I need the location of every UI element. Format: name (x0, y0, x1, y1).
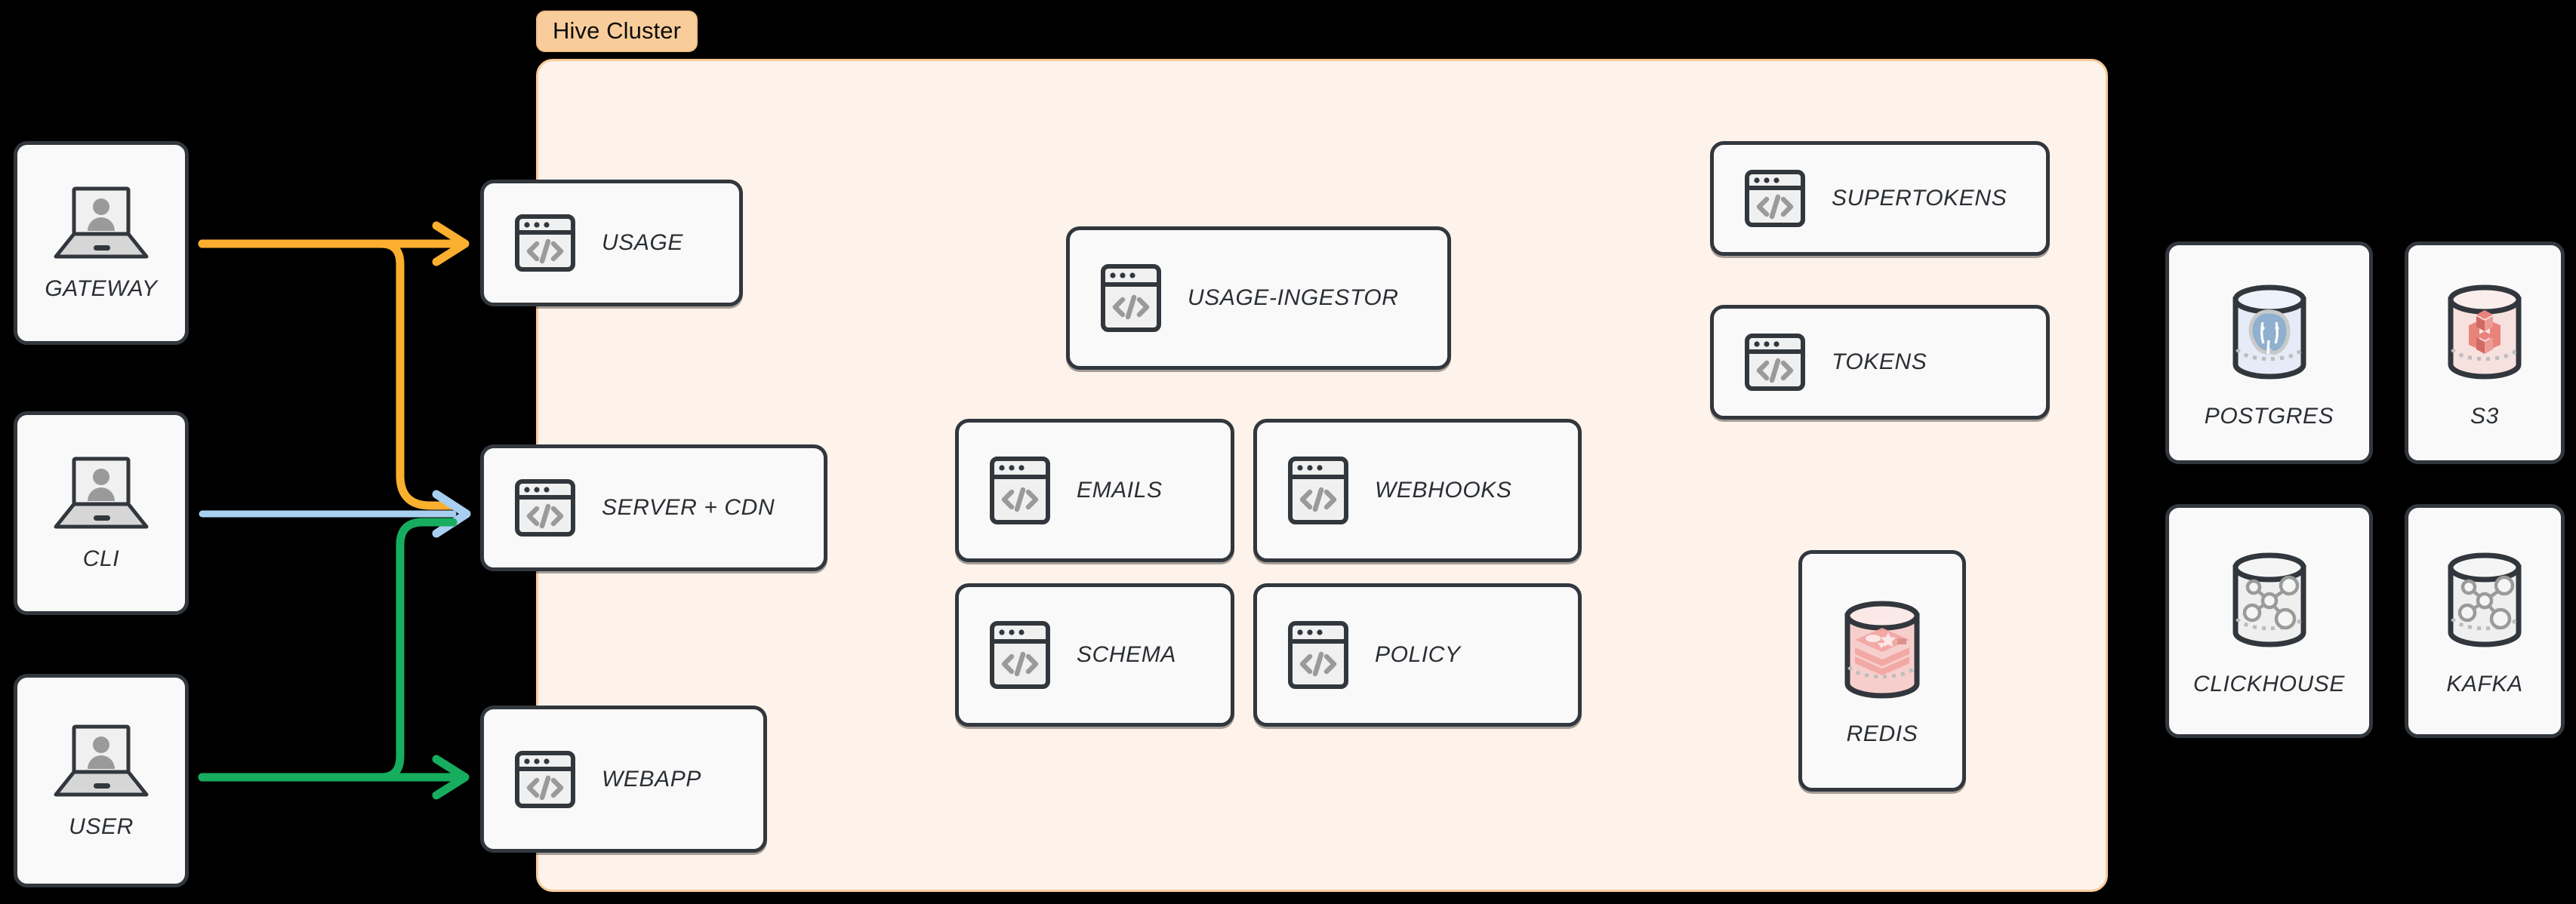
service-card-usage-ingestor[interactable]: USAGE-INGESTOR (1066, 226, 1451, 370)
service-card-policy[interactable]: POLICY (1253, 583, 1582, 727)
datastore-label-redis: REDIS (1846, 721, 1918, 746)
datastore-label-clickhouse: CLICKHOUSE (2192, 672, 2346, 696)
code-window-icon (1100, 263, 1162, 333)
service-card-usage[interactable]: USAGE (480, 180, 743, 306)
service-label-usage-ingestor: USAGE-INGESTOR (1188, 285, 1399, 310)
s3-cylinder-icon (2436, 277, 2534, 389)
laptop-user-icon (51, 184, 151, 263)
client-label-user: USER (69, 813, 134, 839)
service-card-webapp[interactable]: WEBAPP (480, 706, 767, 853)
code-window-icon (514, 478, 576, 537)
code-window-icon (989, 456, 1051, 525)
laptop-user-icon (51, 454, 151, 533)
code-window-icon (1287, 456, 1349, 525)
service-label-webhooks: WEBHOOKS (1375, 478, 1512, 503)
service-label-usage: USAGE (602, 230, 684, 255)
datastore-label-postgres: POSTGRES (2204, 403, 2334, 429)
code-window-icon (514, 750, 576, 809)
edge-user-to-webapp (198, 518, 470, 800)
datastore-card-postgres[interactable]: POSTGRES (2165, 241, 2373, 464)
datastore-card-kafka[interactable]: KAFKA (2405, 504, 2565, 738)
client-card-user[interactable]: USER (14, 674, 189, 887)
service-card-supertokens[interactable]: SUPERTOKENS (1710, 141, 2050, 256)
edge-cli-to-server-cdn (199, 490, 471, 538)
hive-cluster-label: Hive Cluster (536, 11, 698, 52)
generic-cylinder-icon (2220, 545, 2319, 656)
datastore-card-clickhouse[interactable]: CLICKHOUSE (2165, 504, 2373, 738)
service-label-supertokens: SUPERTOKENS (1832, 186, 2007, 211)
code-window-icon (1744, 333, 1806, 392)
code-window-icon (989, 620, 1051, 690)
code-window-icon (1744, 169, 1806, 228)
redis-cylinder-icon (1834, 595, 1930, 706)
service-card-server-cdn[interactable]: SERVER + CDN (480, 444, 827, 571)
client-card-cli[interactable]: CLI (14, 411, 189, 615)
service-label-policy: POLICY (1375, 642, 1461, 667)
datastore-card-s3[interactable]: S3 (2405, 241, 2565, 464)
service-card-webhooks[interactable]: WEBHOOKS (1253, 419, 1582, 562)
datastore-card-redis[interactable]: REDIS (1798, 550, 1966, 792)
service-card-tokens[interactable]: TOKENS (1710, 305, 2050, 420)
service-label-schema: SCHEMA (1077, 642, 1176, 667)
edge-gateway-to-usage (198, 221, 470, 510)
service-label-server-cdn: SERVER + CDN (602, 495, 775, 520)
datastore-label-s3: S3 (2470, 403, 2499, 429)
service-label-tokens: TOKENS (1832, 349, 1927, 374)
service-label-emails: EMAILS (1077, 478, 1163, 503)
laptop-user-icon (51, 722, 151, 801)
code-window-icon (514, 214, 576, 272)
generic-cylinder-icon (2436, 545, 2534, 656)
service-card-emails[interactable]: EMAILS (955, 419, 1234, 562)
service-label-webapp: WEBAPP (602, 766, 701, 792)
client-label-cli: CLI (82, 546, 120, 571)
client-label-gateway: GATEWAY (45, 276, 158, 301)
postgres-cylinder-icon (2220, 277, 2319, 389)
service-card-schema[interactable]: SCHEMA (955, 583, 1234, 727)
datastore-label-kafka: KAFKA (2446, 672, 2523, 696)
code-window-icon (1287, 620, 1349, 690)
client-card-gateway[interactable]: GATEWAY (14, 141, 189, 345)
